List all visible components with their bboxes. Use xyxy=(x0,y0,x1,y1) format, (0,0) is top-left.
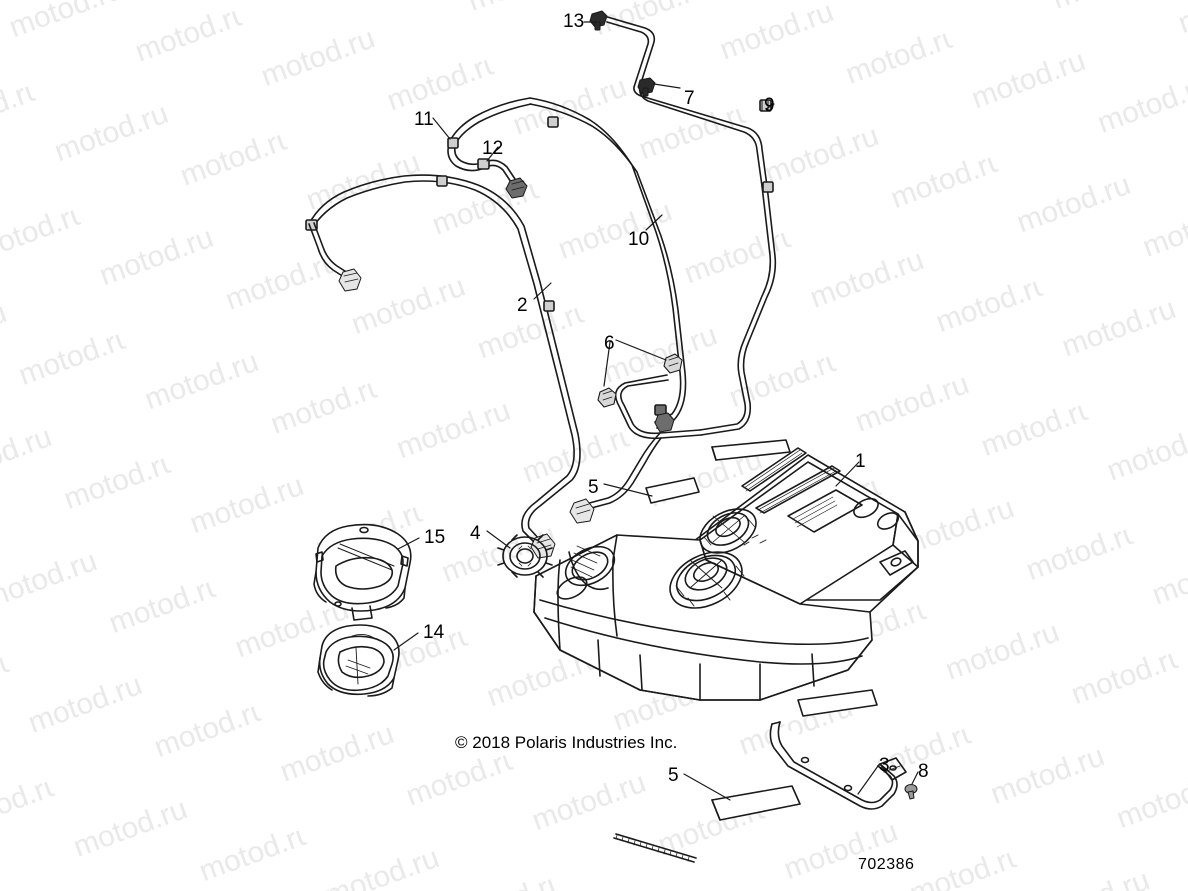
callout-3: 3 xyxy=(879,755,890,776)
drawing-number: 702386 xyxy=(858,856,915,873)
callout-2: 2 xyxy=(517,295,528,316)
callout-12: 12 xyxy=(482,138,504,159)
callout-9: 9 xyxy=(764,95,775,116)
callout-14: 14 xyxy=(423,622,445,643)
copyright-notice: © 2018 Polaris Industries Inc. xyxy=(455,733,678,752)
callout-5-upper: 5 xyxy=(588,477,599,498)
callout-1: 1 xyxy=(855,451,866,472)
callout-7: 7 xyxy=(684,88,695,109)
callout-10: 10 xyxy=(628,229,650,250)
callout-13: 13 xyxy=(563,11,585,32)
callout-11: 11 xyxy=(414,109,434,130)
callout-6: 6 xyxy=(604,333,615,354)
callout-4: 4 xyxy=(470,523,481,544)
callout-8: 8 xyxy=(918,761,929,782)
callout-15: 15 xyxy=(424,527,446,548)
callout-5-lower: 5 xyxy=(668,765,679,786)
